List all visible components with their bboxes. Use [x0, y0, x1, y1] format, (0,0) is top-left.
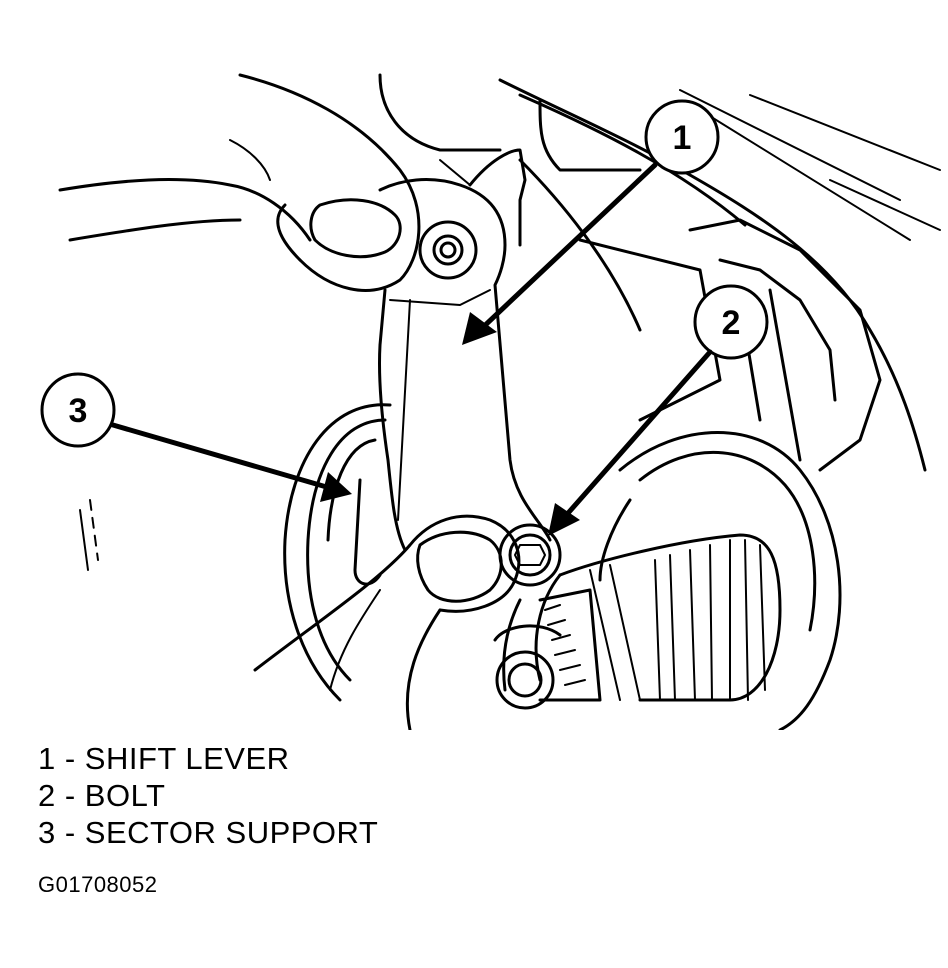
lower-hand: [253, 514, 521, 730]
figure-id: G01708052: [38, 872, 158, 897]
callout-1: [462, 99, 720, 345]
legend-item-shift-lever: 1 - SHIFT LEVER: [38, 741, 290, 776]
callout-3: [40, 372, 352, 502]
legend: 1 - SHIFT LEVER 2 - BOLT 3 - SECTOR SUPP…: [38, 740, 378, 851]
callout-2: [548, 284, 769, 536]
upper-hand: [58, 73, 421, 292]
output-gear: [493, 431, 842, 730]
legend-item-bolt: 2 - BOLT: [38, 778, 166, 813]
bolt: [498, 523, 562, 587]
pivot-nut: [418, 220, 478, 280]
callout-1-label: 1: [673, 119, 692, 157]
legend-item-sector-support: 3 - SECTOR SUPPORT: [38, 815, 379, 850]
sector-support: [79, 403, 392, 702]
transmission-housing: [378, 73, 941, 472]
callout-3-label: 3: [69, 392, 88, 430]
shift-lever: [377, 148, 552, 552]
callout-2-label: 2: [722, 304, 741, 342]
shift-lever-illustration: 1 2 3: [40, 73, 941, 730]
